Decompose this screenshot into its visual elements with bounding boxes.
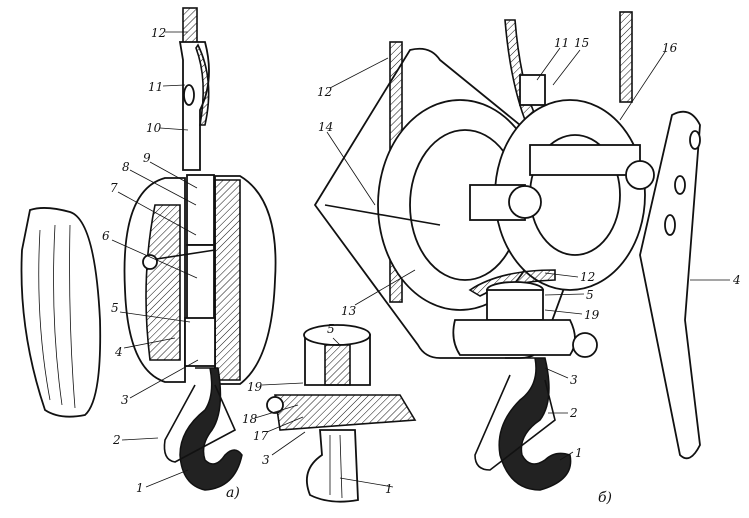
label-detail-3: 3	[262, 453, 270, 467]
label-detail-17: 17	[253, 429, 269, 443]
label-b-14: 14	[318, 120, 333, 134]
label-b-11: 11	[554, 36, 569, 50]
label-a-2: 2	[112, 433, 121, 447]
label-a-5: 5	[111, 301, 119, 315]
label-b-15: 15	[574, 36, 589, 50]
hook-nut-detail	[266, 324, 417, 503]
label-a-11: 11	[148, 80, 163, 94]
label-a-8: 8	[122, 160, 130, 174]
caption-b: б)	[598, 490, 612, 506]
label-detail-5: 5	[327, 322, 335, 336]
label-a-10: 10	[146, 121, 162, 135]
label-b-13: 13	[341, 304, 357, 318]
label-b-5: 5	[586, 288, 594, 302]
label-b-4: 4	[732, 273, 741, 287]
caption-a: а)	[226, 485, 240, 501]
label-a-4: 4	[114, 345, 123, 359]
label-b-16: 16	[662, 41, 678, 55]
label-b-2: 2	[569, 406, 578, 420]
label-a-9: 9	[143, 151, 151, 165]
label-detail-18: 18	[242, 412, 258, 426]
label-a-12: 12	[151, 26, 166, 40]
label-b-3: 3	[570, 373, 578, 387]
label-a-3: 3	[121, 393, 129, 407]
label-b-12: 12	[317, 85, 332, 99]
label-a-6: 6	[102, 229, 110, 243]
label-a-7: 7	[110, 181, 118, 195]
label-detail-1: 1	[385, 482, 393, 496]
label-b-19: 19	[584, 308, 600, 322]
detached-cheek-plate	[20, 207, 102, 418]
pulley-block-b	[313, 11, 701, 491]
label-b-1: 1	[575, 446, 583, 460]
label-detail-19: 19	[247, 380, 263, 394]
hook-block-a	[123, 7, 277, 491]
label-a-1: 1	[136, 481, 144, 495]
label-b-12-lower: 12	[580, 270, 595, 284]
leader-lines	[111, 31, 730, 488]
